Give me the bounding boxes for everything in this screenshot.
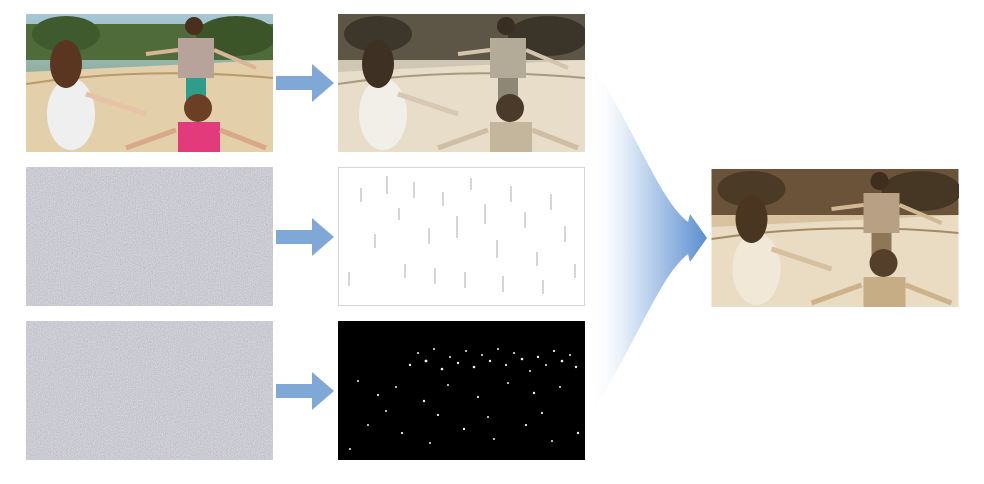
sparkle-image: [349, 348, 580, 450]
arrow-2: [276, 218, 334, 256]
input-noise-b: [26, 321, 273, 460]
noise-image-b: [26, 321, 273, 460]
combined-sepia-photo: [711, 169, 959, 307]
photo-sepia-image: [711, 169, 959, 307]
noise-image-a: [26, 167, 273, 306]
input-noise-a: [26, 167, 273, 306]
streak-image: [348, 176, 576, 294]
photo-colour-image: [26, 14, 273, 152]
photo-toned-image: [338, 14, 585, 152]
output-desaturated-photo: [338, 14, 585, 152]
arrow-3: [276, 372, 334, 410]
output-white-streaks: [338, 167, 585, 306]
input-photo: [26, 14, 273, 152]
output-black-sparkles: [338, 321, 585, 460]
arrow-1: [276, 64, 334, 102]
